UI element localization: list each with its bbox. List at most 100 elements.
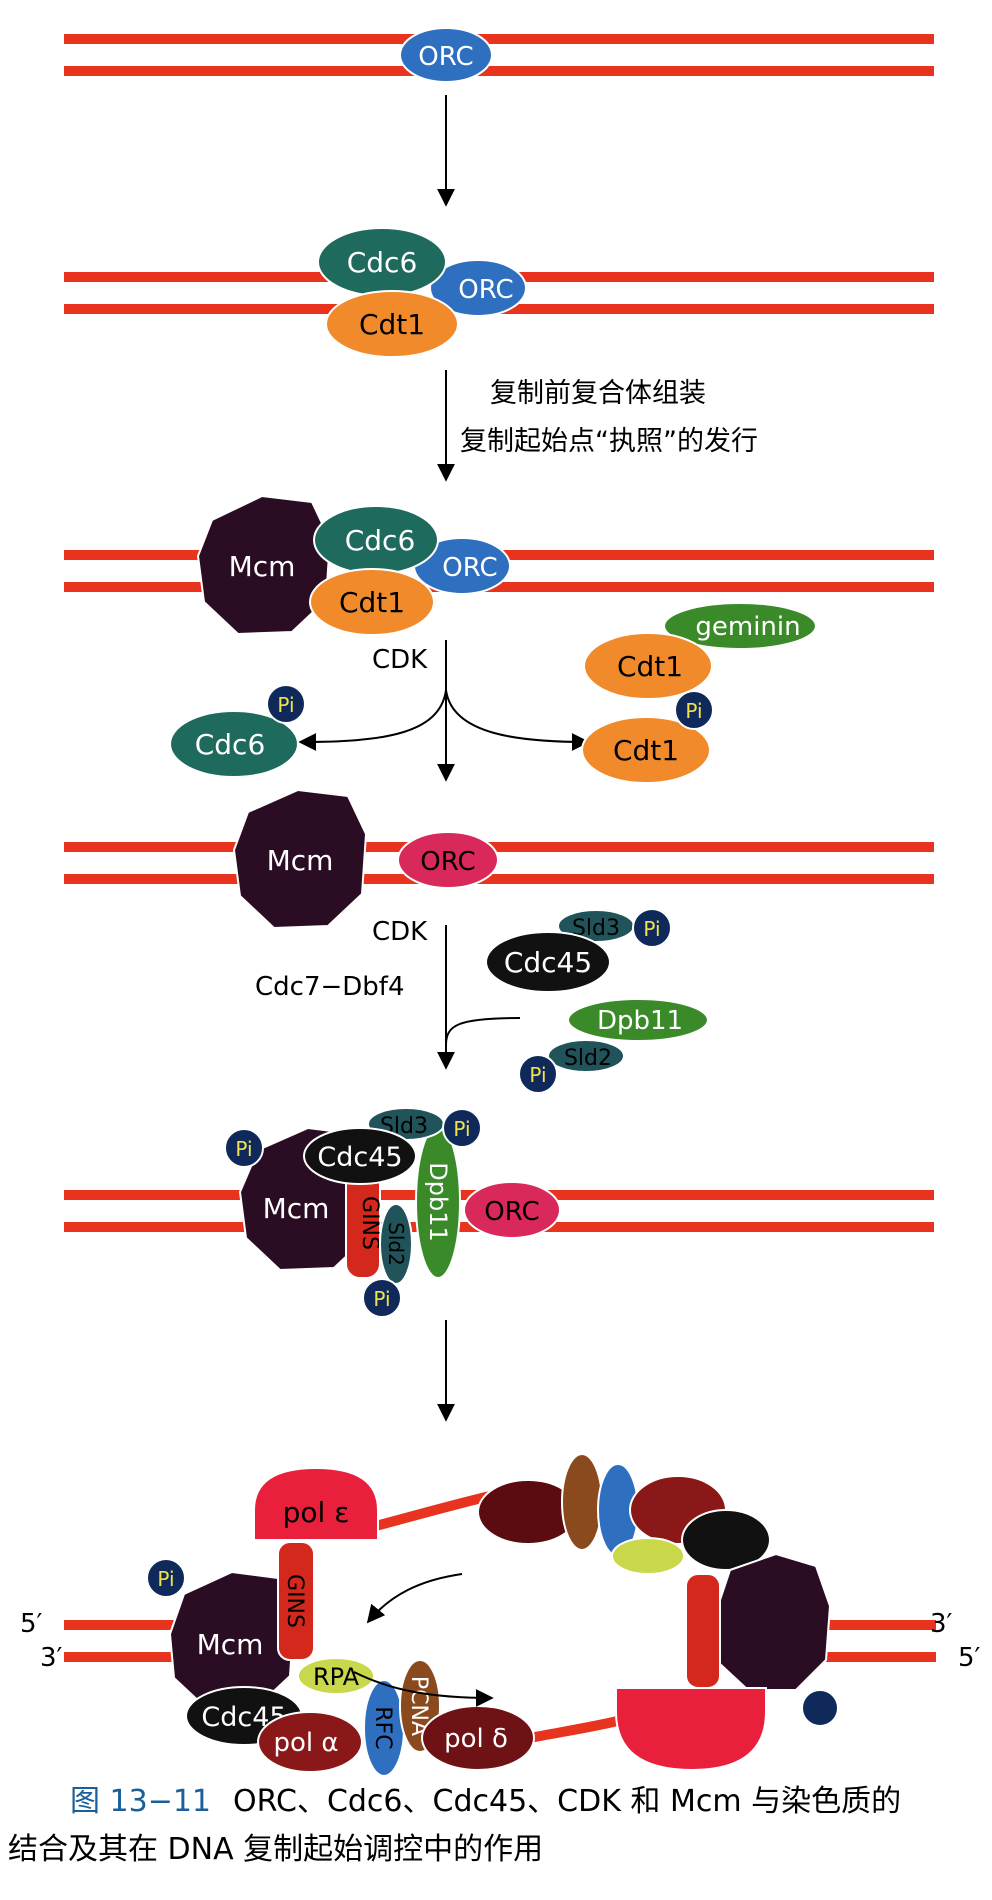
- stage-3-pre-replication-complex: Mcm ORC Cdc6 Cdt1: [64, 494, 934, 636]
- sld2-label: Sld2: [384, 1222, 408, 1266]
- phosphate-group: [146, 1558, 186, 1598]
- right-fork-mcm: [714, 1552, 832, 1691]
- step-2-note-line1: 复制前复合体组装: [490, 378, 706, 409]
- right-fork-pcna: [561, 1453, 603, 1551]
- cdt1-phosphorylated: [581, 716, 711, 784]
- dna-strand-right-bottom: [816, 1652, 936, 1662]
- dpb11-protein: [567, 998, 709, 1042]
- bubble-strand-top: [358, 1491, 492, 1535]
- dna-strand-top: [64, 34, 934, 44]
- mcm-label: Mcm: [229, 550, 296, 583]
- gins-label: GINS: [282, 1574, 307, 1628]
- cdt1-protein: [325, 290, 459, 358]
- pi-label: Pi: [277, 693, 294, 717]
- phosphate-group: [362, 1278, 402, 1318]
- mcm-label: Mcm: [197, 1628, 264, 1661]
- three-prime-right: 3′: [930, 1609, 953, 1639]
- mcm-complex: [232, 788, 368, 930]
- pi-label: Pi: [529, 1063, 546, 1087]
- cdk-label: CDK: [372, 917, 428, 947]
- phosphate-group: [224, 1128, 264, 1168]
- right-fork-pol-epsilon: [615, 1687, 767, 1772]
- mcm-complex: [196, 494, 332, 636]
- dna-strand-bottom: [64, 582, 934, 592]
- cdc45-label: Cdc45: [504, 946, 592, 979]
- bubble-strand-bottom: [529, 1713, 632, 1743]
- cdk-phosphorylation-step: CDK Cdc6 Pi geminin Cdt1 Cdt1 Pi: [169, 602, 817, 784]
- geminin-protein: [663, 602, 817, 650]
- pol-epsilon: [253, 1466, 379, 1541]
- pi-label: Pi: [235, 1137, 252, 1161]
- pi-label: Pi: [685, 699, 702, 723]
- pi-label: Pi: [643, 917, 660, 941]
- stage-6-replication-bubble: 5′ 3′ 3′ 5′ pol ε Mcm Pi GINS RPA Cdc45 …: [20, 1453, 981, 1777]
- three-prime-left: 3′: [40, 1643, 63, 1673]
- dna-strand-bottom: [64, 66, 934, 76]
- cdt1-label: Cdt1: [617, 650, 683, 683]
- arrow-leading-direction: [366, 1573, 463, 1624]
- phosphate-group: [442, 1108, 482, 1148]
- step-2-note-line2: 复制起始点“执照”的发行: [460, 426, 758, 457]
- stage-1-orc-binding: ORC: [64, 27, 934, 83]
- pi-label: Pi: [453, 1117, 470, 1141]
- pi-label: Pi: [373, 1287, 390, 1311]
- cdc6-label: Cdc6: [195, 728, 266, 761]
- orc-label: ORC: [418, 42, 473, 72]
- phosphate-group: [518, 1054, 558, 1094]
- orc-label: ORC: [442, 553, 497, 583]
- cdk-ddk-step: CDK Cdc7−Dbf4 Sld3 Cdc45 Pi Dpb11 Sld2 P…: [255, 908, 709, 1094]
- arrow-to-cdt1-pi: [445, 689, 590, 751]
- orc-complex: [429, 259, 527, 317]
- caption-text-1: ORC、Cdc6、Cdc45、CDK 和 Mcm 与染色质的: [233, 1784, 902, 1819]
- sld2-protein: [547, 1039, 625, 1073]
- cdc6-label: Cdc6: [345, 524, 416, 557]
- dna-strand-bottom: [64, 874, 934, 884]
- rfc-label: RFC: [370, 1706, 395, 1749]
- dna-strand-left-top: [64, 1620, 174, 1630]
- orc-label: ORC: [420, 847, 475, 877]
- caption-line-2: 结合及其在 DNA 复制起始调控中的作用: [8, 1832, 544, 1867]
- cdc6-phosphorylated: [169, 710, 299, 778]
- cdt1-protein: [309, 568, 435, 636]
- stage-5-pre-initiation-complex: Mcm Pi GINS Sld2 Pi Dpb11 Sld3 Pi Cdc45 …: [64, 1107, 934, 1318]
- cdt1-label: Cdt1: [359, 308, 425, 341]
- arrow-lagging-direction: [353, 1671, 494, 1707]
- dpb11-label: Dpb11: [597, 1006, 683, 1036]
- orc-label: ORC: [458, 275, 513, 305]
- mcm-label: Mcm: [263, 1192, 330, 1225]
- mcm-label: Mcm: [267, 844, 334, 877]
- cdc45-protein: [303, 1127, 417, 1185]
- orc-complex: [399, 27, 493, 83]
- pol-epsilon-label: pol ε: [283, 1496, 350, 1529]
- right-fork-cdc45: [681, 1509, 771, 1571]
- pol-delta-label: pol δ: [444, 1724, 508, 1754]
- cdc6-label: Cdc6: [347, 246, 418, 279]
- phosphate-group: [674, 690, 714, 730]
- phosphate-group: [266, 684, 306, 724]
- dna-strand-top: [64, 842, 934, 852]
- five-prime-left: 5′: [20, 1609, 43, 1639]
- cdk-label: CDK: [372, 645, 428, 675]
- gins-complex: [277, 1541, 315, 1661]
- pol-alpha: [257, 1711, 363, 1773]
- dpb11-label: Dpb11: [424, 1162, 452, 1242]
- stage-4-mcm-loaded: Mcm ORC: [64, 788, 934, 930]
- gins-label: GINS: [357, 1196, 382, 1250]
- rpa-protein: [297, 1657, 375, 1695]
- orc-label: ORC: [484, 1197, 539, 1227]
- dna-strand-left-bottom: [64, 1652, 174, 1662]
- recruitment-line: [445, 1017, 521, 1046]
- orc-complex: [463, 1181, 561, 1239]
- cdt1-label: Cdt1: [613, 734, 679, 767]
- cdc7-dbf4-label: Cdc7−Dbf4: [255, 972, 405, 1002]
- cdt1-label: Cdt1: [339, 586, 405, 619]
- pol-alpha-label: pol α: [273, 1728, 338, 1758]
- rpa-label: RPA: [313, 1663, 360, 1691]
- arrow-to-cdc6-pi: [298, 689, 447, 751]
- orc-complex: [397, 831, 499, 889]
- cdc45-protein: [485, 931, 611, 993]
- geminin-label: geminin: [695, 612, 800, 642]
- pi-label: Pi: [157, 1567, 174, 1591]
- phosphate-group: [632, 908, 672, 948]
